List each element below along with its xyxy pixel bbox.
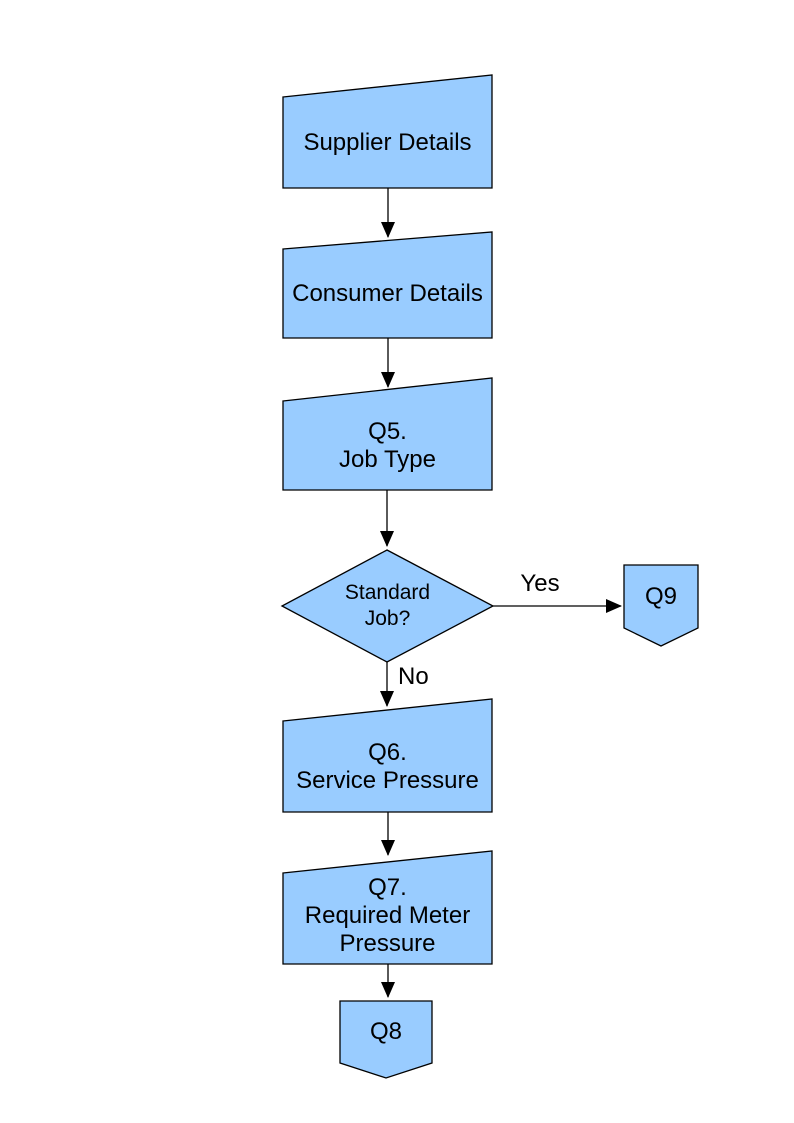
- node-q5-job-type: [282, 377, 493, 491]
- edge-label-no: No: [398, 663, 429, 690]
- decision-standard-job: [280, 549, 495, 663]
- node-consumer-details: [282, 231, 493, 339]
- edge-label-yes: Yes: [520, 570, 560, 597]
- node-q6-service-pressure: [282, 698, 493, 813]
- node-supplier-details: [282, 74, 493, 189]
- connector-q9: [623, 564, 699, 647]
- connector-q8: [339, 1000, 433, 1079]
- node-q7-required-meter-pressure: [282, 850, 493, 965]
